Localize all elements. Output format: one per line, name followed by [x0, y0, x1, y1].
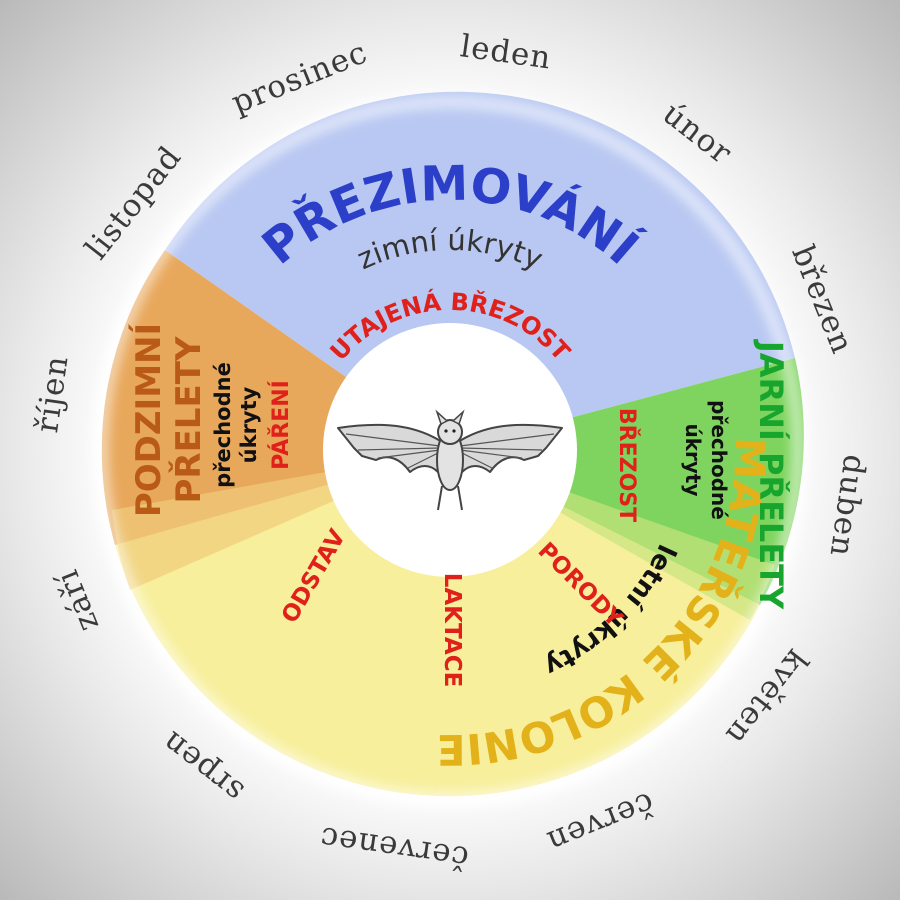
month-label: leden	[458, 28, 554, 76]
autumn-shelter-line2: úkryty	[237, 386, 261, 463]
bat-icon	[337, 409, 563, 511]
month-label: září	[49, 564, 106, 636]
spring-title: JARNÍ PŘELETY	[752, 339, 790, 610]
month-label: únor	[656, 96, 739, 172]
month-label: březen	[784, 240, 860, 359]
winter-sector	[165, 91, 795, 450]
month-label: červen	[542, 785, 660, 860]
month-label: říjen	[29, 353, 75, 435]
month-label: duben	[823, 452, 873, 559]
autumn-phase: PÁŘENÍ	[268, 380, 294, 470]
season-ring	[97, 91, 804, 803]
month-label: srpen	[155, 723, 251, 809]
spring-shelter-line2: úkryty	[681, 423, 705, 496]
month-label: červenec	[317, 819, 471, 876]
spring-phase: BŘEZOST	[614, 408, 640, 522]
spring-shelter-line1: přechodné	[707, 400, 731, 520]
month-label: prosinec	[227, 34, 373, 121]
summer-sector	[115, 450, 760, 797]
spring-sector	[450, 358, 804, 605]
autumn-title-line2: PŘELETY	[168, 336, 209, 503]
autumn-title-line1: PODZIMNÍ	[128, 323, 169, 517]
autumn-shelter-line1: přechodné	[211, 362, 235, 488]
summer-phase-lactation: LAKTACE	[439, 573, 465, 688]
